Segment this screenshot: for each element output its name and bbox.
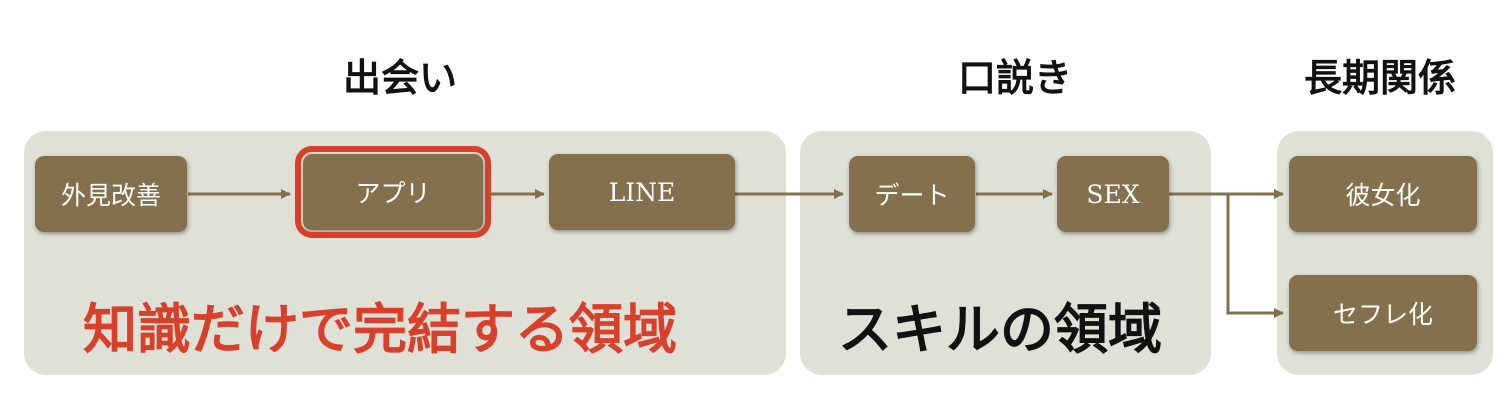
step-sefure: セフレ化 [1289, 275, 1477, 351]
arrow-sex-to-sefure [1226, 194, 1284, 318]
stage-heading-meeting: 出会い [342, 56, 457, 100]
stage-heading-long-term: 長期関係 [1303, 56, 1456, 100]
region-label-knowledge: 知識だけで完結する領域 [83, 298, 677, 361]
step-sex: SEX [1057, 156, 1169, 232]
step-line: LINE [549, 154, 735, 230]
step-girlfriend: 彼女化 [1289, 156, 1477, 232]
stage-heading-seduction: 口説き [957, 56, 1072, 100]
step-date: デート [849, 156, 975, 232]
region-label-skill: スキルの領域 [838, 298, 1162, 361]
step-app: アプリ [295, 146, 491, 238]
step-appearance: 外見改善 [35, 156, 187, 232]
